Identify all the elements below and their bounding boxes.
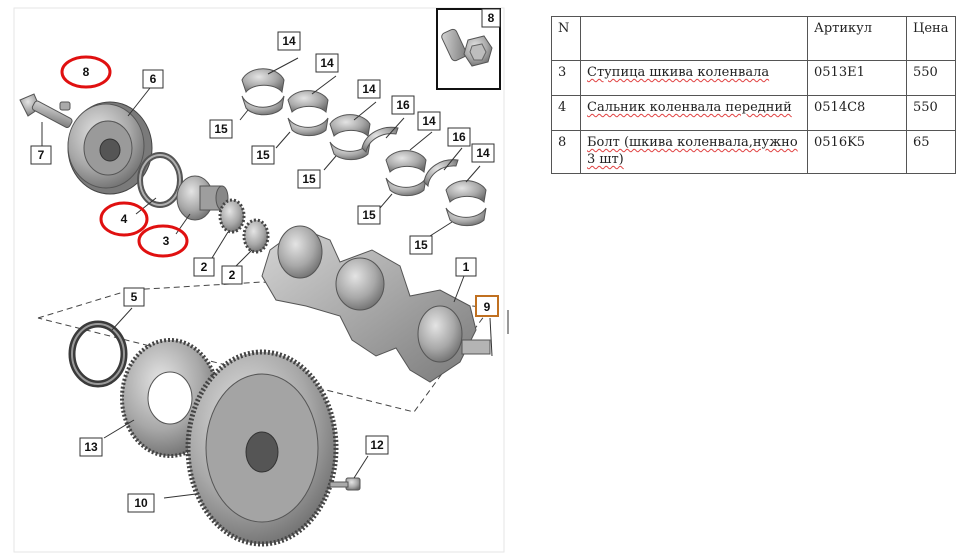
callout-14a: 14 [277,31,301,51]
callout-10: 10 [127,493,155,513]
row-name: Болт (шкива коленвала,нужно 3 шт) [580,130,808,174]
pulley-hub-illustration [176,175,229,221]
svg-text:15: 15 [302,172,316,186]
gear-1-illustration [218,198,246,234]
crank-pulley-illustration [67,101,153,195]
crankshaft-illustration [261,225,491,383]
header-price: Цена [906,16,956,61]
header-n: N [551,16,581,61]
svg-text:8: 8 [488,11,495,25]
parts-table: N Артикул Цена 3 Ступица шкива коленвала… [551,16,956,174]
callout-14c: 14 [357,79,381,99]
callout-3: 3 [163,234,170,248]
callout-1: 1 [455,257,477,277]
svg-text:16: 16 [452,130,466,144]
table-row: 4 Сальник коленвала передний 0514C8 550 [551,95,956,131]
row-n: 3 [551,60,581,96]
front-seal-illustration [137,152,183,208]
callout-7: 7 [30,145,52,165]
row-name: Сальник коленвала передний [580,95,808,131]
callout-2b: 2 [221,265,243,285]
row-n: 4 [551,95,581,131]
gear-2-illustration [242,218,270,254]
callout-14e: 14 [471,143,495,163]
row-price: 550 [906,60,956,96]
svg-text:6: 6 [150,72,157,86]
svg-text:15: 15 [256,148,270,162]
svg-text:14: 14 [320,56,334,70]
table-row: 3 Ступица шкива коленвала 0513E1 550 [551,60,956,96]
flywheel-illustration [185,349,339,547]
svg-text:7: 7 [38,148,45,162]
callout-14d: 14 [417,111,441,131]
row-price: 550 [906,95,956,131]
highlight-circle-4 [99,201,149,237]
svg-text:14: 14 [362,82,376,96]
svg-text:10: 10 [134,496,148,510]
svg-text:12: 12 [370,438,384,452]
callout-6: 6 [142,69,164,89]
svg-text:14: 14 [422,114,436,128]
bearing-shells-illustration [241,68,487,227]
row-article: 0516K5 [807,130,907,174]
svg-text:2: 2 [201,260,208,274]
leader-lines [41,57,493,499]
table-row: 8 Болт (шкива коленвала,нужно 3 шт) 0516… [551,130,956,174]
table-header-row: N Артикул Цена [551,16,956,61]
highlight-circle-3 [137,224,189,258]
svg-text:3: 3 [163,234,170,248]
svg-text:5: 5 [131,290,138,304]
bolt-inset-illustration [441,28,493,67]
callout-16a: 16 [391,95,415,115]
bolt-7-illustration [19,93,73,128]
callout-9: 9 [475,295,499,317]
highlight-circle-8 [60,55,112,89]
svg-text:16: 16 [396,98,410,112]
callout-4: 4 [121,212,128,226]
row-n: 8 [551,130,581,174]
svg-text:14: 14 [282,34,296,48]
callout-15c: 15 [297,169,321,189]
callout-8-inset: 8 [481,8,501,28]
callout-8-red: 8 [83,65,90,79]
callout-2a: 2 [193,257,215,277]
svg-text:13: 13 [84,440,98,454]
svg-text:15: 15 [214,122,228,136]
svg-text:2: 2 [229,268,236,282]
svg-text:15: 15 [414,238,428,252]
row-name: Ступица шкива коленвала [580,60,808,96]
callout-15b: 15 [251,145,275,165]
callout-15e: 15 [409,235,433,255]
header-article: Артикул [807,16,907,61]
bolt-12-illustration [329,477,361,491]
svg-text:9: 9 [484,300,491,314]
callout-14b: 14 [315,53,339,73]
callout-13: 13 [79,437,103,457]
callout-5: 5 [123,287,145,307]
callout-16b: 16 [447,127,471,147]
svg-text:8: 8 [83,65,90,79]
svg-text:14: 14 [476,146,490,160]
svg-text:4: 4 [121,212,128,226]
callout-labels: 6 7 8 8 4 3 2 2 14 14 14 14 14 15 15 15 … [30,8,501,513]
rear-seal-illustration [68,320,128,388]
callout-12: 12 [365,435,389,455]
header-name [580,16,808,61]
callout-15a: 15 [209,119,233,139]
row-article: 0513E1 [807,60,907,96]
row-price: 65 [906,130,956,174]
svg-text:15: 15 [362,208,376,222]
svg-text:1: 1 [463,260,470,274]
row-article: 0514C8 [807,95,907,131]
callout-15d: 15 [357,205,381,225]
highlight-circles [60,55,189,258]
